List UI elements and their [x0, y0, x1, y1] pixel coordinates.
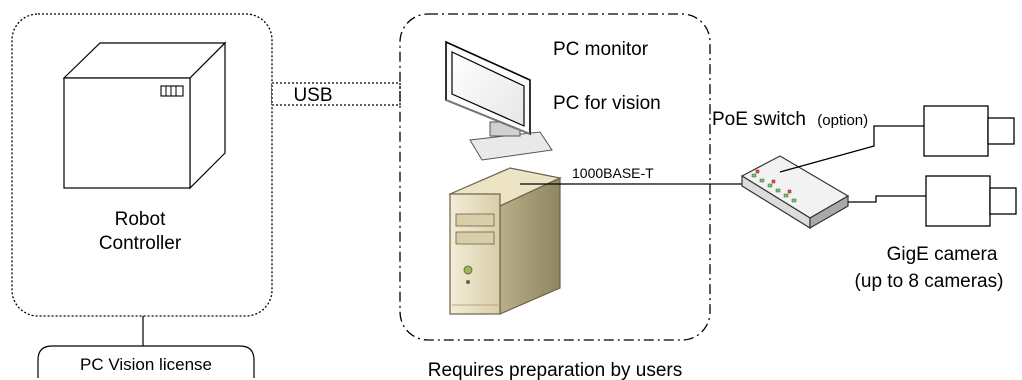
- license-badge: [37, 345, 255, 378]
- usb-connection: [271, 82, 401, 106]
- camera-cable-1: [779, 125, 924, 173]
- pc-group-container: [399, 13, 711, 341]
- poe-switch-label: PoE switch (option): [712, 109, 868, 130]
- pc-group-caption: Requires preparation by users: [428, 360, 683, 380]
- poe-switch-option-label: (option): [817, 112, 868, 129]
- camera-cable-2: [848, 195, 926, 203]
- poe-switch-label-main: PoE switch: [712, 109, 806, 130]
- gige-camera-icon: [923, 105, 1015, 157]
- usb-label: USB: [293, 85, 332, 106]
- gige-camera-label-line2: (up to 8 cameras): [855, 271, 1004, 292]
- pc-monitor-label: PC monitor: [553, 39, 649, 60]
- network-cable-label: 1000BASE-T: [572, 165, 654, 181]
- gige-camera-label-line1: GigE camera: [887, 244, 998, 265]
- gige-camera-icon: [925, 175, 1017, 227]
- robot-controller-container: [11, 13, 273, 317]
- poe-switch-icon: [740, 155, 850, 230]
- pc-for-vision-label: PC for vision: [553, 93, 661, 114]
- license-label: PC Vision license: [80, 355, 212, 374]
- robot-controller-label-line2: Controller: [99, 233, 182, 254]
- robot-controller-icon: [62, 41, 227, 190]
- robot-controller-label-line1: Robot: [115, 209, 166, 230]
- pc-monitor-icon: [445, 40, 553, 161]
- pc-tower-icon: [448, 167, 562, 315]
